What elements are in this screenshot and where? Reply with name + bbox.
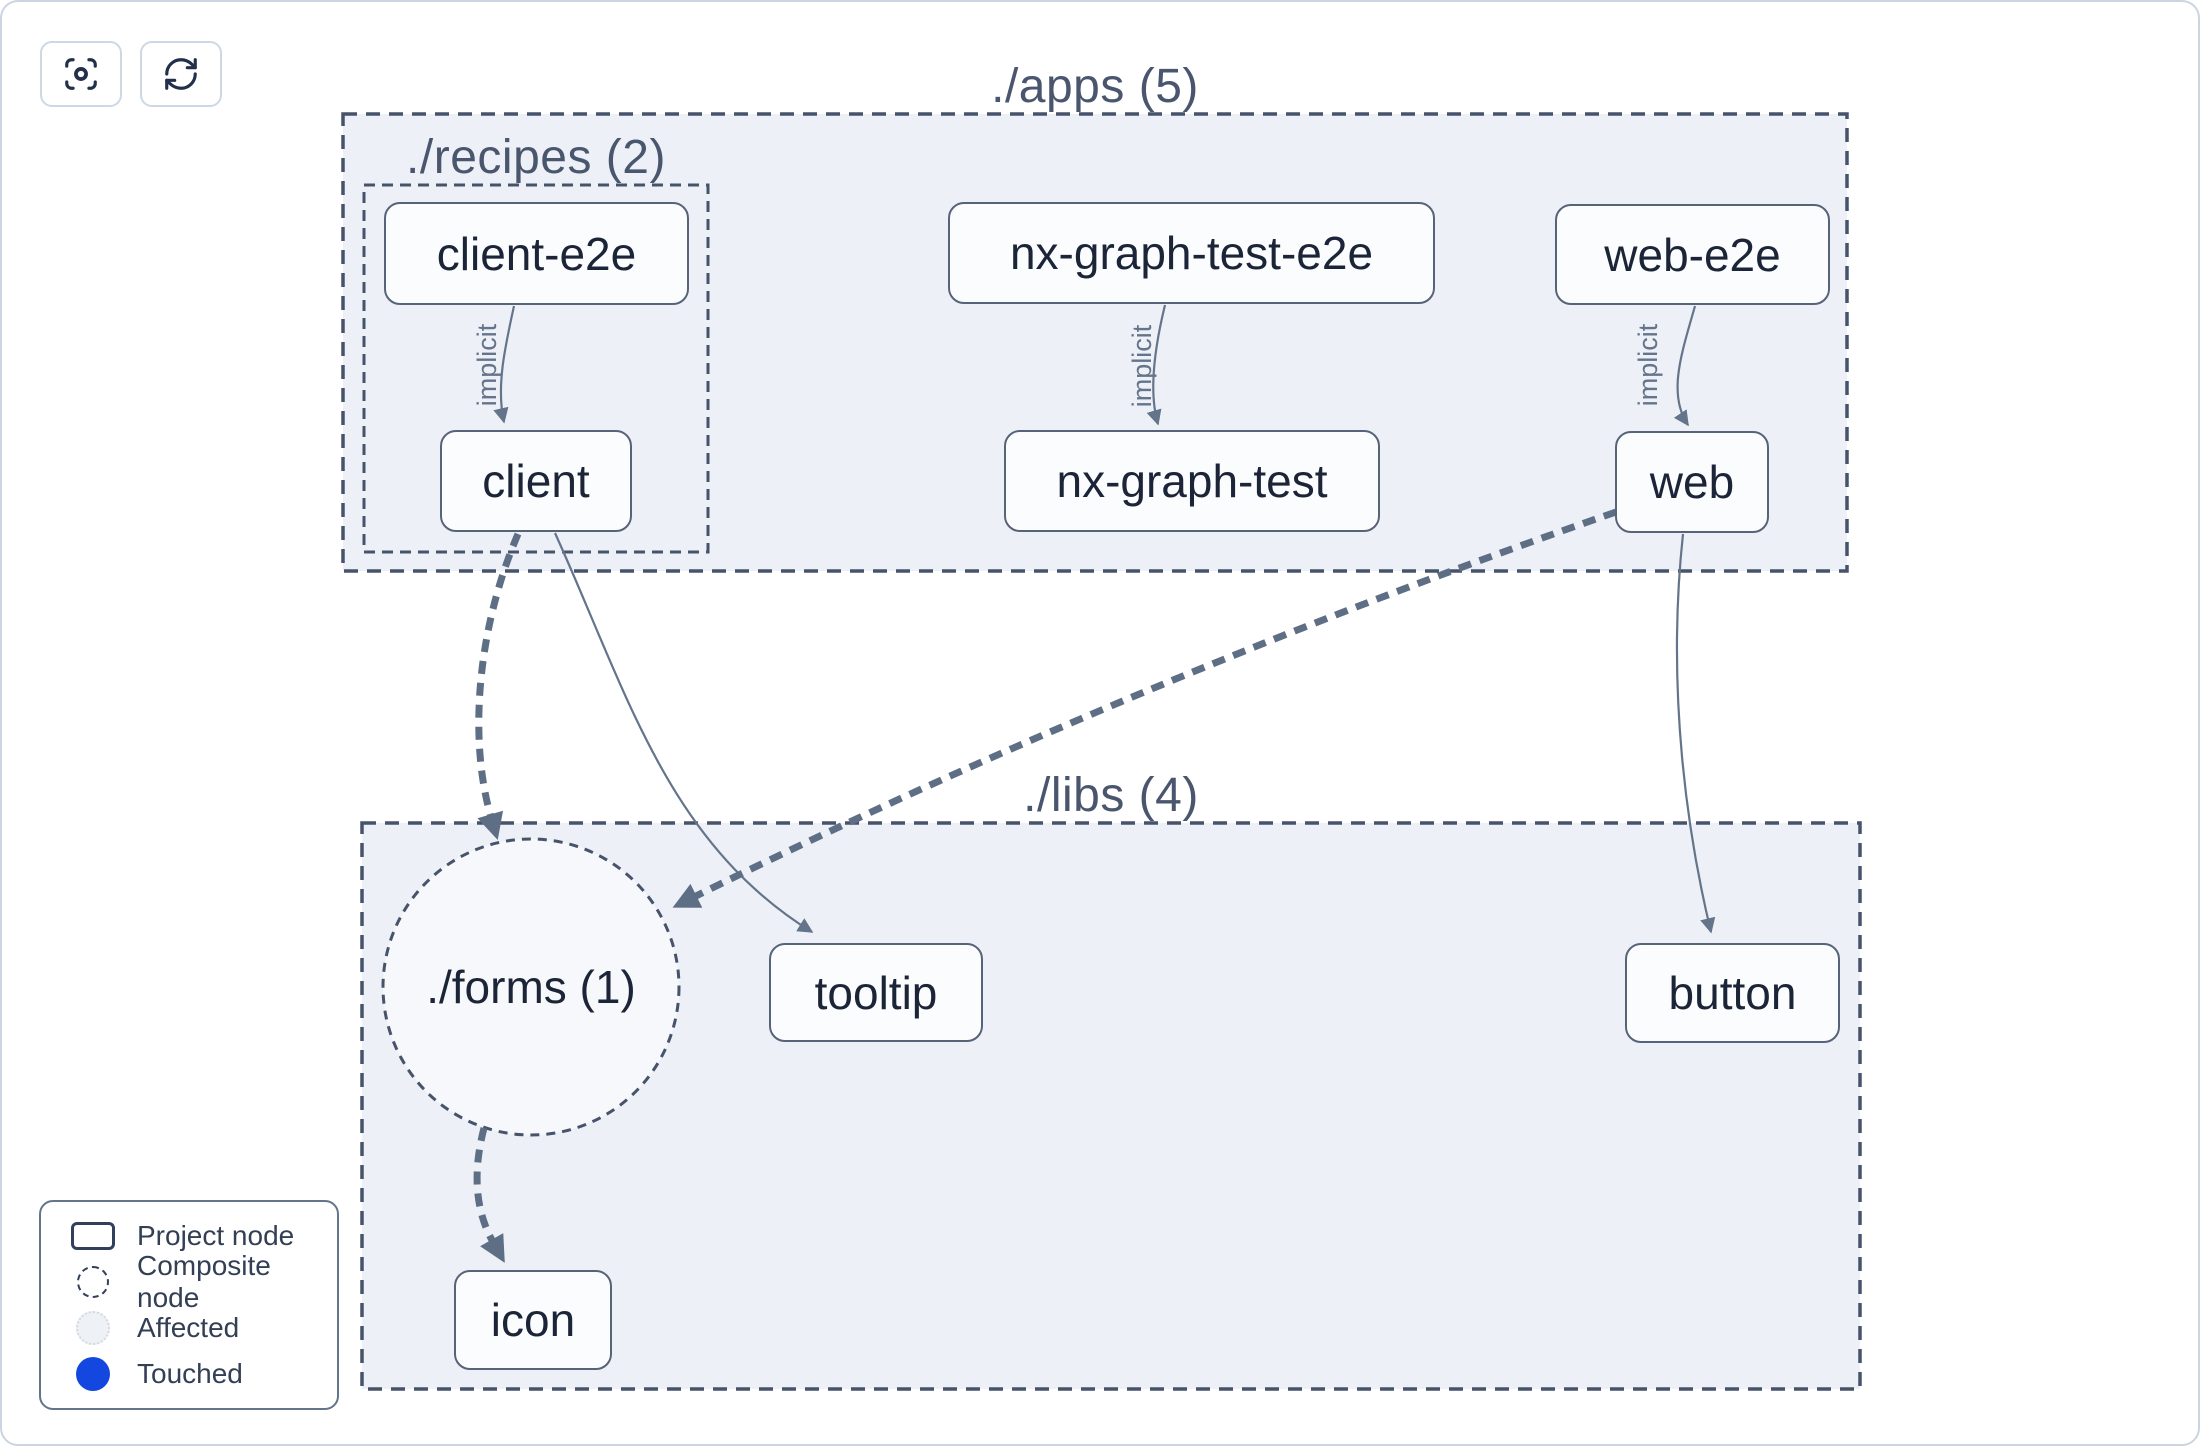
legend-label: Project node — [137, 1220, 295, 1251]
edge-client-e2e-to-client — [493, 305, 516, 424]
toolbar — [40, 41, 222, 107]
group-title-recipes[interactable]: ./recipes (2) — [406, 131, 666, 184]
node-button[interactable]: button — [1625, 943, 1840, 1043]
node-client[interactable]: client — [440, 430, 632, 532]
focus-icon — [65, 58, 97, 90]
touched-icon — [69, 1357, 117, 1391]
composite-node-forms-label[interactable]: ./forms (1) — [426, 961, 636, 1013]
refresh-icon — [165, 58, 197, 90]
composite-node-icon — [69, 1266, 117, 1298]
refresh-button[interactable] — [140, 41, 222, 107]
node-web[interactable]: web — [1615, 431, 1769, 533]
edge-label-implicit: implicit — [1127, 324, 1157, 407]
legend-row-touched: Touched — [41, 1351, 337, 1397]
legend-label: Composite node — [137, 1250, 271, 1313]
edge-forms-to-icon — [473, 1127, 505, 1263]
affected-icon — [69, 1311, 117, 1345]
node-tooltip[interactable]: tooltip — [769, 943, 983, 1042]
legend-label: Affected — [137, 1312, 240, 1343]
edge-nx-graph-test-e2e-to-nx-graph-test — [1146, 304, 1167, 426]
node-client-e2e[interactable]: client-e2e — [384, 202, 689, 305]
edge-label-implicit: implicit — [1633, 323, 1663, 406]
legend-label: Touched — [137, 1358, 243, 1389]
node-nx-graph-test[interactable]: nx-graph-test — [1004, 430, 1380, 532]
legend-row-project-node: Project node — [41, 1213, 337, 1259]
node-nx-graph-test-e2e[interactable]: nx-graph-test-e2e — [948, 202, 1435, 304]
node-icon[interactable]: icon — [454, 1270, 612, 1370]
focus-button[interactable] — [40, 41, 122, 107]
legend-row-composite-node: Composite node — [41, 1250, 337, 1313]
edge-web-to-button — [1675, 533, 1716, 934]
legend-row-affected: Affected — [41, 1305, 337, 1351]
group-title-apps[interactable]: ./apps (5) — [991, 60, 1199, 113]
project-node-icon — [69, 1222, 117, 1250]
legend: Project node Composite node Affected Tou… — [39, 1200, 339, 1410]
edge-web-to-forms — [672, 508, 1618, 908]
group-title-libs[interactable]: ./libs (4) — [1023, 769, 1199, 822]
edge-label-implicit: implicit — [472, 323, 502, 406]
node-web-e2e[interactable]: web-e2e — [1555, 204, 1830, 305]
edge-web-e2e-to-web — [1673, 305, 1697, 427]
